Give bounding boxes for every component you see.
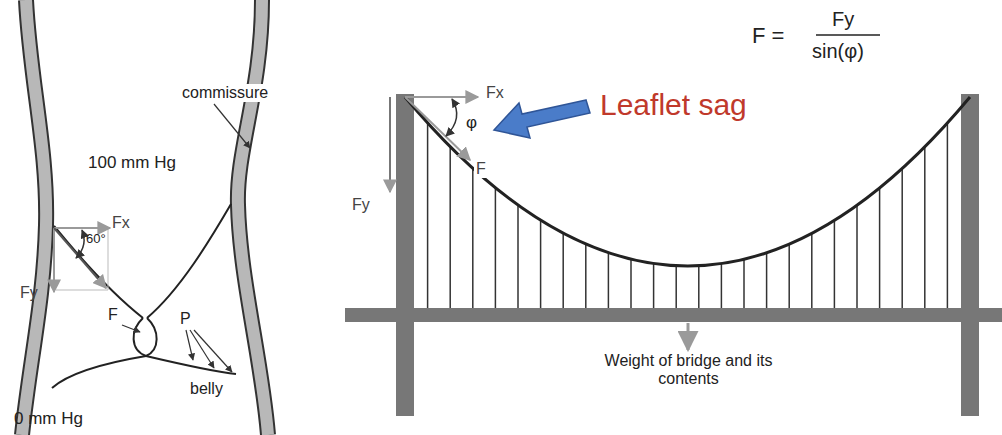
hanger-cable: [427, 123, 429, 308]
force-vectors: [54, 228, 110, 292]
callout-arrow: [494, 100, 590, 138]
valve-leaflets: [52, 204, 236, 388]
hanger-cable: [766, 253, 768, 308]
hanger-cable: [585, 244, 587, 308]
hanger-cable: [743, 259, 745, 308]
hanger-cable: [879, 188, 881, 308]
part-name: commissure: [180, 84, 270, 102]
hanger-cable: [449, 147, 451, 308]
suspension-bridge: [345, 94, 1002, 416]
hanger-cable: [653, 264, 655, 308]
pressure-label: 100 mm Hg: [88, 154, 176, 173]
hanger-cable: [834, 220, 836, 308]
callout-text: Leaflet sag: [598, 88, 749, 121]
hanger-cable: [608, 253, 610, 308]
hanger-cable: [924, 147, 926, 308]
formula-text: sin(φ): [812, 40, 864, 62]
force-label: Fy: [352, 196, 370, 214]
hanger-cable: [721, 264, 723, 308]
hanger-cable: [856, 205, 858, 308]
hanger-cable: [495, 188, 497, 308]
part-name: belly: [190, 380, 223, 398]
hanger-cable: [562, 233, 564, 308]
hanger-cable: [472, 168, 474, 308]
formula-text: Fy: [832, 8, 854, 30]
force-label: Fx: [484, 84, 506, 102]
pressure-label: 0 mm Hg: [14, 410, 83, 429]
hanger-cable: [517, 205, 519, 308]
caption-note: Weight of bridge and its contents: [596, 352, 781, 387]
hanger-cable: [788, 244, 790, 308]
aortic-wall: [22, 0, 268, 435]
hanger-cable: [675, 266, 677, 308]
hanger-cable: [630, 259, 632, 308]
angle-label: 60°: [86, 232, 106, 246]
force-label: F: [108, 306, 118, 324]
force-label: Fx: [112, 214, 130, 232]
cable-forces: [390, 35, 880, 192]
hanger-cable: [698, 266, 700, 308]
formula-text: F =: [752, 24, 784, 48]
force-label: Fy: [20, 284, 38, 302]
hanger-cable: [811, 233, 813, 308]
hanger-cable: [947, 123, 949, 308]
hanger-cable: [540, 220, 542, 308]
angle-label: φ: [464, 114, 479, 133]
hanger-cable: [901, 168, 903, 308]
leader-lines: [122, 104, 250, 372]
force-label: F: [474, 160, 488, 178]
pressure-label: P: [180, 310, 191, 328]
